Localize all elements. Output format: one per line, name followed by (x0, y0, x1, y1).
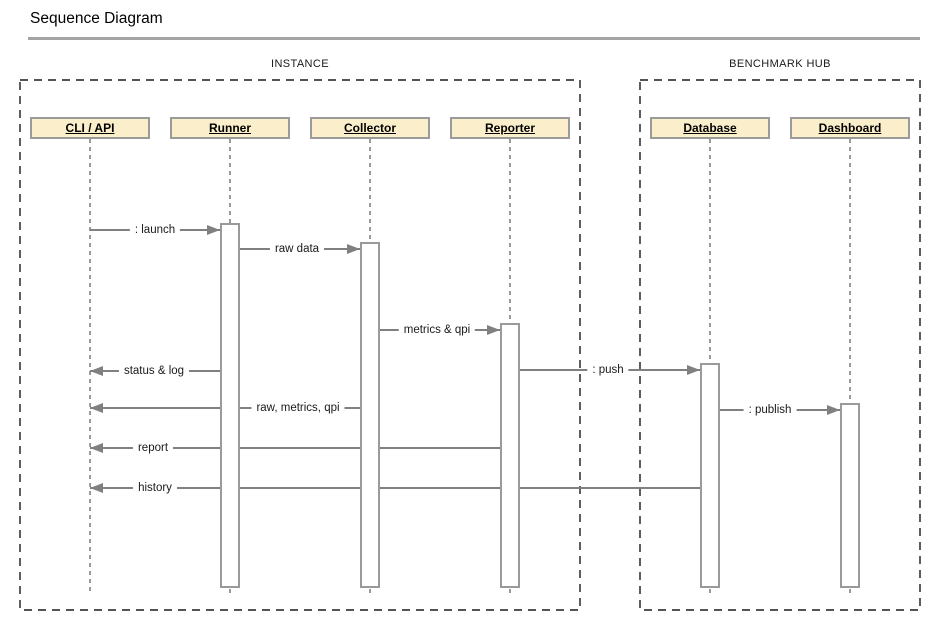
actor-reporter: Reporter (450, 117, 570, 139)
actor-database: Database (650, 117, 770, 139)
activation-bar-reporter (500, 323, 520, 588)
message-publish: : publish (720, 404, 840, 416)
arrowhead-left-icon (90, 366, 103, 376)
message-label: : launch (129, 224, 181, 236)
message-push: : push (520, 364, 700, 376)
arrowhead-right-icon (487, 325, 500, 335)
activation-bar-runner (220, 223, 240, 588)
actor-cli-api: CLI / API (30, 117, 150, 139)
message-raw-data: raw data (240, 243, 360, 255)
page-title: Sequence Diagram (30, 10, 163, 27)
message-status-log: status & log (90, 365, 220, 377)
message-line (90, 447, 500, 449)
frame-label-benchmark-hub: BENCHMARK HUB (729, 58, 831, 70)
message-label: raw, metrics, qpi (251, 402, 345, 414)
message-label: raw data (269, 243, 325, 255)
message-label: status & log (118, 365, 190, 377)
activation-bar-dashboard (840, 403, 860, 588)
message-label: report (132, 442, 174, 454)
frame-benchmark-hub (639, 79, 921, 611)
arrowhead-left-icon (90, 443, 103, 453)
message-label: history (133, 482, 177, 494)
message-line (90, 487, 700, 489)
activation-bar-collector (360, 242, 380, 588)
frame-label-instance: INSTANCE (270, 58, 329, 70)
arrowhead-left-icon (90, 483, 103, 493)
arrowhead-right-icon (347, 244, 360, 254)
arrowhead-right-icon (827, 405, 840, 415)
message-metrics-qpi: metrics & qpi (380, 324, 500, 336)
activation-bar-database (700, 363, 720, 588)
message-history: history (90, 482, 700, 494)
title-divider (28, 37, 920, 40)
message-report: report (90, 442, 500, 454)
arrowhead-right-icon (207, 225, 220, 235)
actor-collector: Collector (310, 117, 430, 139)
message-label: metrics & qpi (398, 324, 476, 336)
arrowhead-left-icon (90, 403, 103, 413)
message-label: : push (587, 364, 629, 376)
actor-runner: Runner (170, 117, 290, 139)
message-label: : publish (743, 404, 797, 416)
actor-dashboard: Dashboard (790, 117, 910, 139)
message-launch: : launch (90, 224, 220, 236)
frame-instance (19, 79, 581, 611)
arrowhead-right-icon (687, 365, 700, 375)
